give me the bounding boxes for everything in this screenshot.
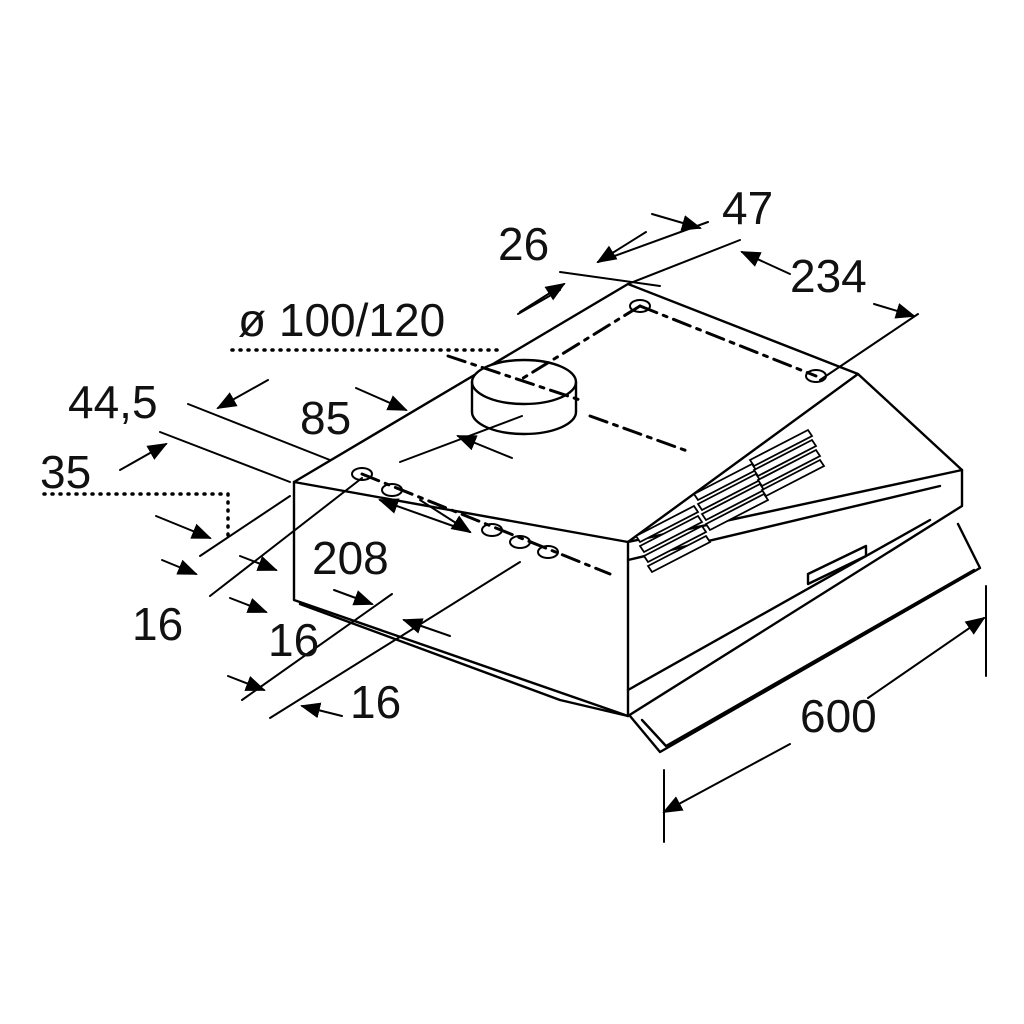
center-lines <box>360 304 818 576</box>
dim-600-label: 600 <box>800 690 877 742</box>
dim-16-first-label: 16 <box>132 598 183 650</box>
dim-47-label: 47 <box>722 182 773 234</box>
dim-35-label: 35 <box>40 446 91 498</box>
dim-26-label: 26 <box>498 218 549 270</box>
dim-16-third-label: 16 <box>350 676 401 728</box>
dim-duct-diameter-label: ø 100/120 <box>238 294 445 346</box>
duct-collar <box>470 358 578 436</box>
width-dimension <box>662 585 987 843</box>
dim-85-label: 85 <box>300 392 351 444</box>
reference-dotted-lines <box>42 348 500 542</box>
dim-234-label: 234 <box>790 250 867 302</box>
dimension-labels: 47 26 234 ø 100/120 44,5 85 35 208 16 16… <box>40 182 877 742</box>
vent-grille <box>634 428 826 574</box>
hood-body <box>292 282 982 754</box>
dimension-arrows <box>119 213 916 719</box>
dim-208-label: 208 <box>312 532 389 584</box>
dim-44-5-label: 44,5 <box>68 376 158 428</box>
dim-16-second-label: 16 <box>268 614 319 666</box>
